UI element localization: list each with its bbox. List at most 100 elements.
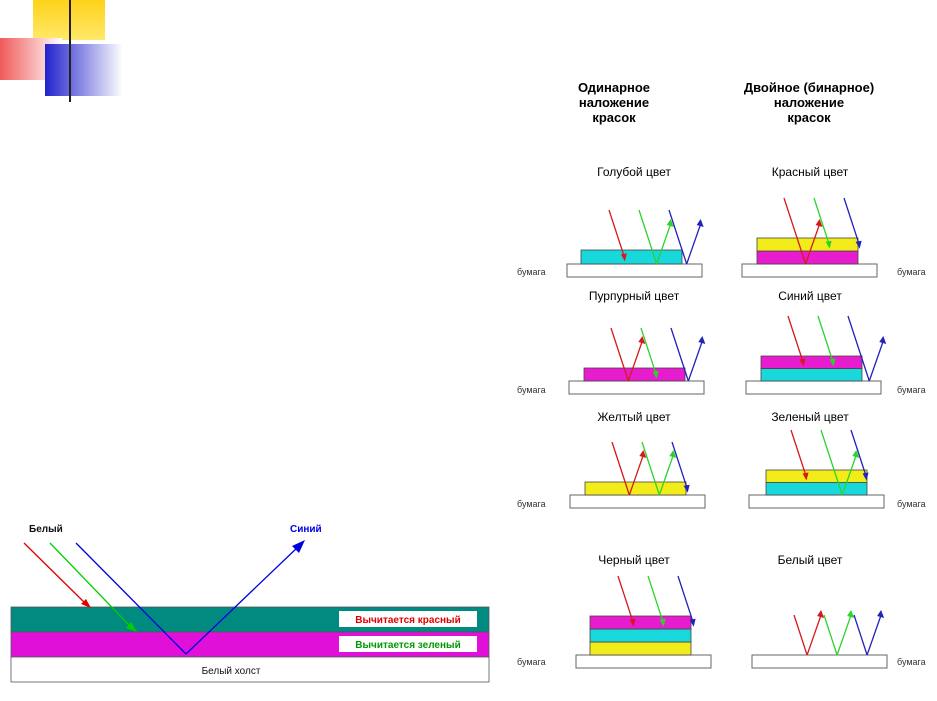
- red-arrowhead: [81, 599, 91, 608]
- red-incoming-ray: [617, 575, 635, 625]
- ink-layer: [589, 628, 692, 643]
- panel-title-black: Черный цвет: [598, 553, 670, 567]
- red-absorbed-arrowhead: [802, 472, 809, 481]
- green-incoming-ray: [638, 209, 658, 265]
- color-panel: [575, 575, 712, 669]
- panel-title-magenta: Пурпурный цвет: [589, 289, 680, 303]
- ink-layer: [760, 355, 863, 369]
- paper-label: бумага: [517, 267, 546, 277]
- green-incoming-ray: [820, 429, 843, 496]
- color-panel: [568, 327, 706, 395]
- blue-ray-in: [75, 542, 187, 655]
- blue-light-label: Синий: [290, 524, 322, 535]
- blue-incoming-ray: [668, 209, 688, 265]
- red-incoming-ray: [611, 441, 630, 496]
- blue-reflected-ray: [686, 223, 702, 265]
- blue-absorbed-arrowhead: [862, 472, 869, 481]
- blue-arrowhead: [698, 336, 706, 344]
- green-reflected-ray: [658, 454, 674, 496]
- paper-label: бумага: [897, 657, 926, 667]
- blue-incoming-ray: [671, 441, 689, 491]
- white-light-label: Белый: [29, 524, 63, 535]
- header-single-line-1: Одинарное: [578, 80, 650, 95]
- blue-incoming-ray: [843, 197, 861, 247]
- paper-strip: [751, 654, 888, 669]
- paper-label: бумага: [897, 499, 926, 509]
- blue-ray-out: [185, 545, 300, 655]
- color-panel: [569, 441, 706, 509]
- header-double-line-1: Двойное (бинарное): [744, 80, 874, 95]
- blue-arrowhead: [879, 336, 887, 344]
- green-reflected-ray: [841, 454, 857, 496]
- ink-layer: [584, 481, 687, 496]
- green-incoming-ray: [647, 575, 665, 625]
- color-panel: [748, 429, 885, 509]
- bottom-diagram: Вычитается красный Вычитается зеленый Бе…: [10, 524, 490, 683]
- green-reflected-ray: [836, 614, 852, 656]
- paper-label: бумага: [897, 267, 926, 277]
- paper-label: бумага: [897, 385, 926, 395]
- red-incoming-ray: [610, 327, 629, 382]
- header-double-line-3: красок: [787, 110, 831, 125]
- green-absorbed-arrowhead: [659, 618, 666, 627]
- blue-absorbed-arrowhead: [689, 618, 696, 627]
- blue-incoming-ray: [853, 614, 868, 656]
- blue-absorbed-arrowhead: [683, 484, 690, 493]
- red-reflected-ray: [806, 614, 822, 656]
- red-subtracted-box: [339, 611, 477, 627]
- green-arrowhead: [126, 622, 137, 632]
- paper-strip: [566, 263, 703, 278]
- red-reflected-ray: [627, 340, 643, 382]
- red-arrowhead: [817, 610, 825, 618]
- ink-layer: [765, 482, 868, 496]
- ink-layer: [765, 469, 868, 483]
- red-subtracted-label: Вычитается красный: [355, 615, 461, 626]
- white-canvas: [10, 656, 490, 683]
- blue-square: [45, 44, 123, 96]
- green-absorbed-arrowhead: [829, 358, 836, 367]
- color-panel: [741, 197, 878, 278]
- green-reflected-ray: [656, 223, 672, 265]
- green-subtracted-label: Вычитается зеленый: [355, 640, 460, 651]
- paper-strip: [745, 380, 882, 395]
- green-incoming-ray: [641, 441, 660, 496]
- blue-reflected-ray: [866, 614, 882, 656]
- paper-strip: [741, 263, 878, 278]
- paper-strip: [748, 494, 885, 509]
- panel-title-white: Белый цвет: [778, 553, 843, 567]
- panel-title-green: Зеленый цвет: [771, 410, 849, 424]
- color-panel: [751, 610, 888, 669]
- ink-layer: [589, 615, 692, 630]
- red-absorbed-arrowhead: [629, 618, 636, 627]
- red-incoming-ray: [793, 614, 808, 656]
- red-arrowhead: [639, 450, 647, 458]
- ink-layer: [583, 367, 686, 382]
- green-arrowhead: [669, 450, 677, 458]
- canvas-label: Белый холст: [202, 666, 261, 677]
- green-incoming-ray: [817, 315, 835, 364]
- red-reflected-ray: [804, 223, 821, 265]
- color-panel: [745, 315, 887, 395]
- paper-label: бумага: [517, 385, 546, 395]
- red-incoming-ray: [787, 315, 805, 364]
- blue-reflected-ray: [687, 340, 703, 382]
- paper-label: бумага: [517, 657, 546, 667]
- red-reflected-ray: [628, 454, 644, 496]
- header-double-line-2: наложение: [774, 95, 844, 110]
- header-single-line-2: наложение: [579, 95, 649, 110]
- ink-layer: [760, 368, 863, 382]
- blue-arrowhead: [877, 610, 885, 618]
- panel-title-red: Красный цвет: [772, 165, 849, 179]
- green-absorbed-arrowhead: [825, 240, 832, 249]
- corner-decoration: [0, 0, 937, 102]
- blue-absorbed-arrowhead: [855, 240, 862, 249]
- blue-incoming-ray: [850, 429, 868, 478]
- red-incoming-ray: [783, 197, 807, 265]
- red-incoming-ray: [608, 209, 626, 259]
- panels-graphics: [566, 197, 888, 669]
- ink-layer: [756, 237, 859, 252]
- paper-strip: [575, 654, 712, 669]
- blue-incoming-ray: [677, 575, 695, 625]
- green-incoming-ray: [640, 327, 658, 377]
